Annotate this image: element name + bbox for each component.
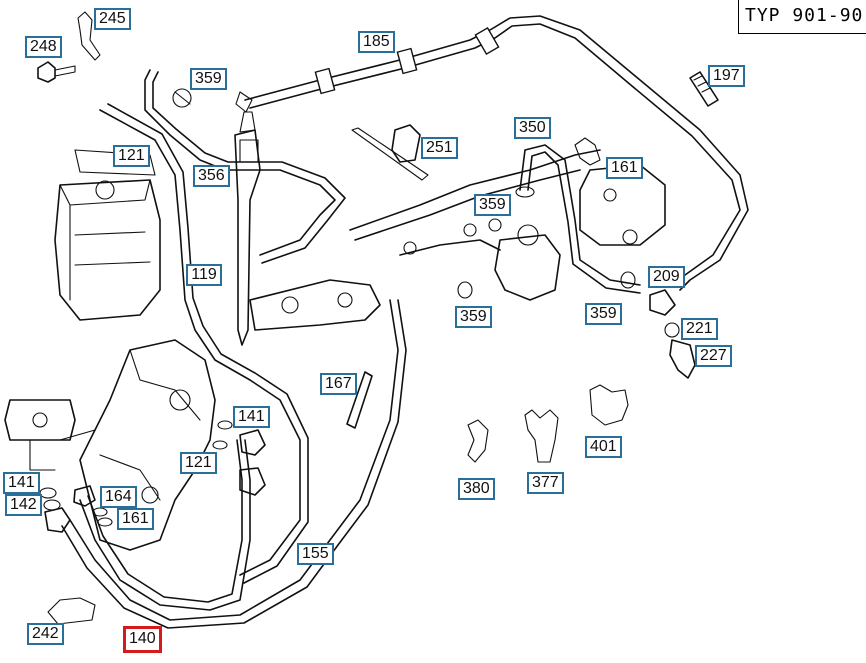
line-155 (69, 299, 399, 621)
callout-167[interactable]: 167 (320, 373, 357, 395)
clip-242 (47, 597, 96, 625)
callout-155[interactable]: 155 (297, 543, 334, 565)
callout-248[interactable]: 248 (25, 36, 62, 58)
pipe-167 (346, 371, 373, 429)
callout-121-lower[interactable]: 121 (180, 452, 217, 474)
callout-161-top[interactable]: 161 (606, 157, 643, 179)
callout-141-left[interactable]: 141 (3, 472, 40, 494)
callout-377[interactable]: 377 (527, 472, 564, 494)
clip-245 (77, 11, 101, 61)
hose-197 (689, 71, 719, 107)
callout-164[interactable]: 164 (100, 486, 137, 508)
bolt-248 (37, 61, 76, 83)
callout-380[interactable]: 380 (458, 478, 495, 500)
mid-rail-line-2 (354, 169, 581, 241)
callout-141-right[interactable]: 141 (233, 406, 270, 428)
callout-401[interactable]: 401 (585, 436, 622, 458)
clamp-161-top (574, 137, 601, 166)
callout-161-lower[interactable]: 161 (117, 508, 154, 530)
injector (234, 111, 261, 346)
callout-185[interactable]: 185 (358, 31, 395, 53)
hose-119 (99, 109, 301, 576)
callout-245[interactable]: 245 (94, 8, 131, 30)
callout-227[interactable]: 227 (695, 345, 732, 367)
leak-off-line (244, 15, 749, 291)
callout-350[interactable]: 350 (514, 117, 551, 139)
pipe-350 (519, 144, 641, 286)
small-fittings (39, 420, 266, 533)
clip-377 (524, 409, 559, 463)
line-140 (79, 439, 251, 611)
callout-121-top[interactable]: 121 (113, 145, 150, 167)
callout-140-selected[interactable]: 140 (123, 626, 162, 653)
callout-251[interactable]: 251 (421, 137, 458, 159)
callout-209[interactable]: 209 (648, 266, 685, 288)
model-label: TYP 901-90 (738, 0, 866, 34)
regulator-assembly (494, 164, 666, 301)
clip-380 (467, 419, 489, 463)
callout-359-right[interactable]: 359 (585, 303, 622, 325)
injection-pump (59, 339, 216, 551)
callout-142[interactable]: 142 (5, 494, 42, 516)
upper-pipe (144, 69, 336, 256)
banjo-fitting (649, 289, 696, 379)
mid-rail-line (349, 149, 601, 231)
distributor-rail (249, 279, 381, 331)
callout-197[interactable]: 197 (708, 65, 745, 87)
left-fitting-block (4, 399, 76, 471)
callout-359-lower[interactable]: 359 (455, 306, 492, 328)
callout-221[interactable]: 221 (681, 318, 718, 340)
lower-rail (399, 239, 501, 256)
strap-251 (351, 127, 429, 181)
clamp-359-top (172, 88, 192, 108)
callout-119[interactable]: 119 (186, 264, 222, 286)
clip-401 (589, 384, 629, 426)
callout-359-top[interactable]: 359 (190, 68, 227, 90)
callout-242[interactable]: 242 (27, 623, 64, 645)
callout-359-rail[interactable]: 359 (474, 194, 511, 216)
fuel-filter (54, 149, 161, 321)
callout-356[interactable]: 356 (193, 165, 230, 187)
